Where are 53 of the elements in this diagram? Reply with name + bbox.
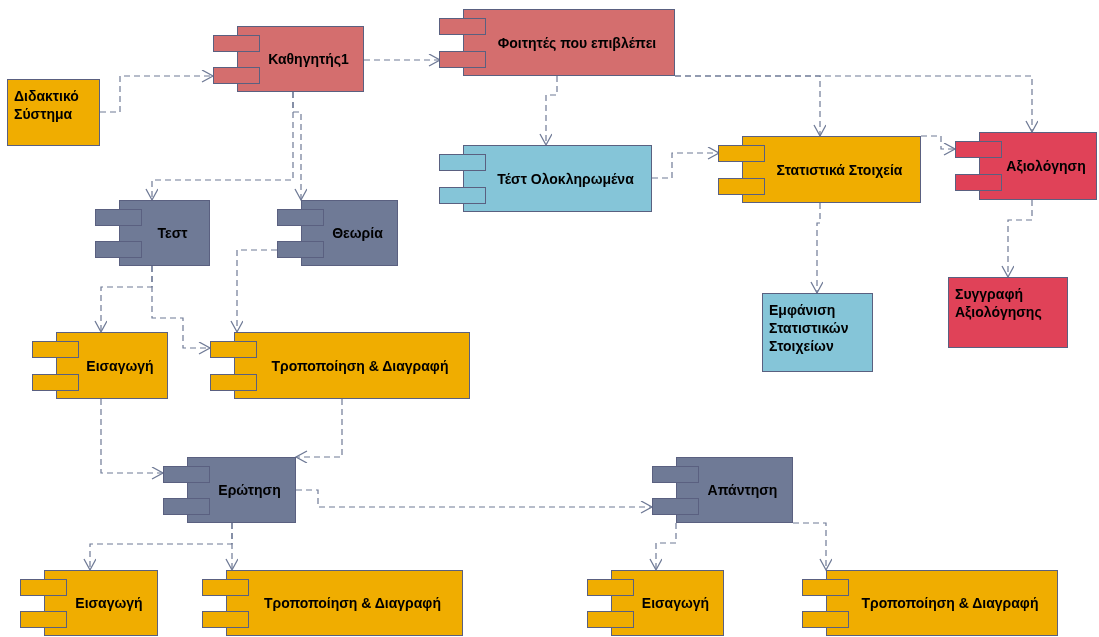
component-box <box>20 570 158 636</box>
component-label: Συγγραφή Αξιολόγησης <box>955 285 1043 321</box>
dashed-arrow <box>920 135 956 156</box>
component-label: Τροποποίηση & Διαγραφή <box>861 594 1039 612</box>
dashed-arrow <box>1001 199 1033 278</box>
component-box <box>32 332 168 399</box>
dashed-arrow <box>100 398 164 480</box>
component-box <box>210 332 470 399</box>
component-box <box>95 200 210 266</box>
dashed-arrow <box>295 489 653 514</box>
component-label: Στατιστικά Στοιχεία <box>776 160 903 179</box>
dashed-arrow <box>649 522 677 571</box>
component-box <box>652 457 793 523</box>
dashed-arrow <box>363 53 441 67</box>
component-label: Τέστ Ολοκληρωμένα <box>497 169 634 188</box>
component-label: Τροποποίηση & Διαγραφή <box>271 356 449 375</box>
process-box <box>762 293 873 372</box>
dashed-arrow <box>230 249 278 333</box>
component-label: Ερώτηση <box>218 481 281 499</box>
component-box <box>163 457 296 523</box>
dashed-arrow <box>651 146 720 179</box>
process-box <box>7 79 100 146</box>
component-label: Θεωρία <box>332 224 383 242</box>
component-label: Εισαγωγή <box>75 594 143 612</box>
component-box <box>802 570 1058 636</box>
dashed-arrow <box>292 91 308 201</box>
process-box <box>948 277 1068 348</box>
component-label: Αξιολόγηση <box>1006 157 1086 175</box>
dashed-arrow <box>295 398 343 464</box>
component-label: Εισαγωγή <box>641 594 710 612</box>
dashed-arrow <box>99 69 214 113</box>
dashed-arrow <box>792 522 833 571</box>
dashed-arrow <box>151 265 211 355</box>
component-box <box>439 9 675 76</box>
component-label: Απάντηση <box>707 481 778 499</box>
dashed-arrow <box>810 202 824 294</box>
dashed-arrow <box>225 522 239 571</box>
component-label: Διδακτικό Σύστημα <box>14 87 80 123</box>
component-box <box>439 145 652 212</box>
component-label: Εμφάνιση Στατιστικών Στοιχείων <box>769 301 850 355</box>
component-box <box>213 26 364 92</box>
component-label: Καθηγητής1 <box>268 50 349 68</box>
component-box <box>955 132 1097 200</box>
component-box <box>718 136 921 203</box>
dashed-arrow <box>674 75 1039 133</box>
component-box <box>587 570 724 636</box>
component-label: Τεστ <box>157 224 188 242</box>
component-label: Τροποποίηση & Διαγραφή <box>264 594 441 612</box>
component-box <box>277 200 398 266</box>
component-label: Εισαγωγή <box>86 356 154 375</box>
component-box <box>202 570 463 636</box>
dashed-arrow <box>539 75 558 146</box>
component-label: Φοιτητές που επιβλέπει <box>497 33 657 52</box>
